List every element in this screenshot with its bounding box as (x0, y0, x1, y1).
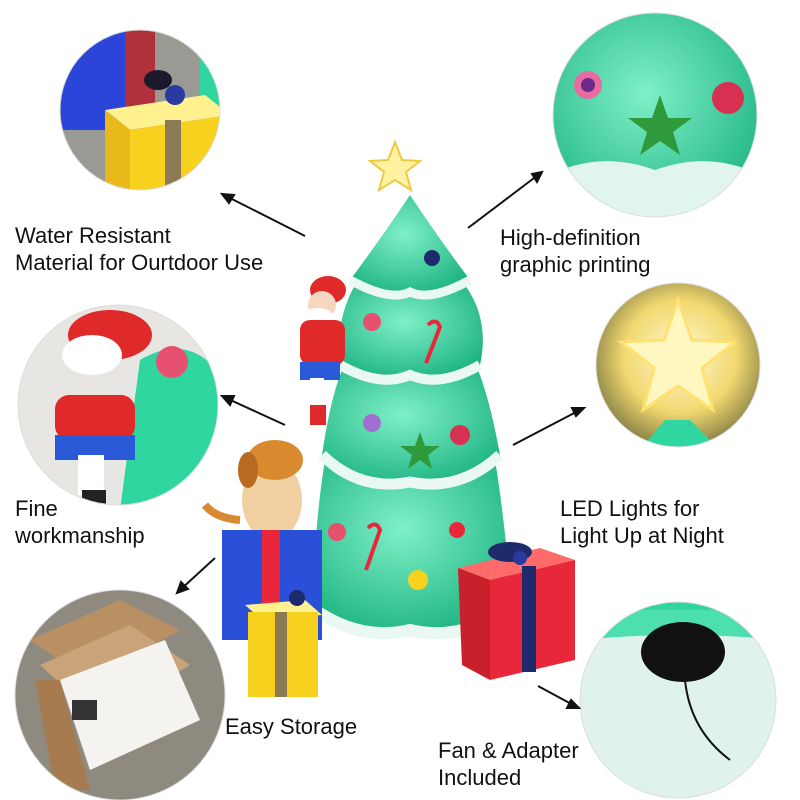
workmanship-photo (18, 305, 218, 505)
inflatable-dog (201, 440, 303, 540)
graphic-printing-photo (553, 13, 757, 217)
feature-line: Material for Ourtdoor Use (15, 250, 264, 275)
feature-line: Easy Storage (225, 714, 358, 739)
feature-line: Fine (15, 496, 58, 521)
feature-line: High-definition (500, 225, 641, 250)
feature-line: workmanship (15, 523, 145, 548)
feature-line: graphic printing (500, 252, 651, 277)
water-resistant-photo (60, 30, 220, 190)
easy-storage-photo (15, 590, 225, 800)
feature-workmanship: Fine workmanship (15, 495, 145, 549)
feature-water-resistant: Water Resistant Material for Ourtdoor Us… (15, 222, 263, 276)
feature-line: Water Resistant (15, 223, 171, 248)
feature-led-lights: LED Lights for Light Up at Night (560, 495, 724, 549)
led-lights-photo (596, 283, 760, 447)
inflatable-tree (308, 139, 516, 640)
feature-line: Light Up at Night (560, 523, 724, 548)
arrow-icon (175, 170, 587, 709)
feature-line: Fan & Adapter (438, 738, 579, 763)
feature-fan-adapter: Fan & Adapter Included (438, 737, 579, 791)
feature-easy-storage: Easy Storage (225, 713, 357, 740)
feature-line: Included (438, 765, 522, 790)
feature-graphic-printing: High-definition graphic printing (500, 224, 650, 278)
star-icon (367, 139, 423, 193)
fan-adapter-photo (580, 602, 776, 798)
inflatable-gifts (222, 530, 575, 697)
inflatable-santa (300, 276, 346, 425)
feature-line: LED Lights for (560, 496, 700, 521)
